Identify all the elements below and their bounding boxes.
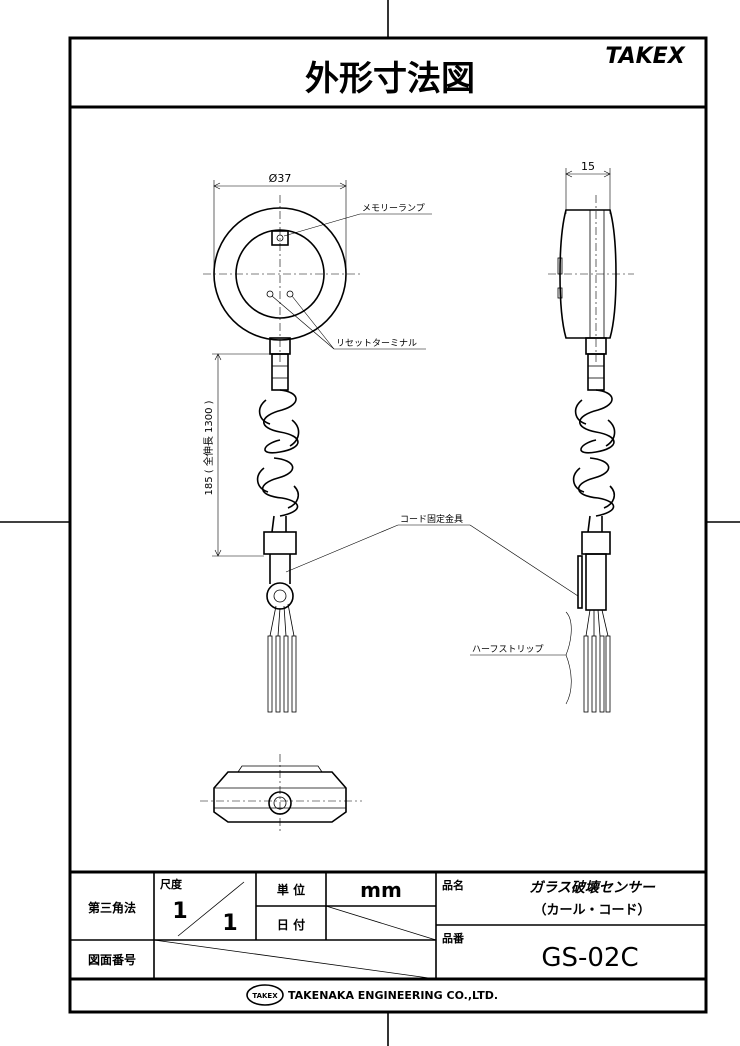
bottom-view xyxy=(200,754,362,834)
title-block xyxy=(70,870,706,981)
side-dimensions: 15 xyxy=(565,160,611,214)
date-label: 日 付 xyxy=(277,917,305,932)
scale-denominator: 1 xyxy=(222,911,237,936)
half-strip-label: ハーフストリップ xyxy=(472,644,543,655)
thickness-label: 15 xyxy=(581,160,595,173)
page-title: 外形寸法図 xyxy=(305,59,475,99)
company-badge: TAKEX xyxy=(252,992,278,1000)
scale-label: 尺度 xyxy=(160,877,183,891)
diameter-label: Ø37 xyxy=(269,172,292,185)
name-label: 品名 xyxy=(442,878,464,892)
cord-length-label: 185 ( 全伸長 1300 ) xyxy=(202,400,215,495)
product-name-line-1: ガラス破壊センサー xyxy=(529,879,656,896)
reset-terminal-label: リセットターミナル xyxy=(336,338,417,349)
company-name: TAKENAKA ENGINEERING CO.,LTD. xyxy=(288,989,498,1002)
callouts: メモリーランプ リセットターミナル コード固定金具 ハーフストリップ xyxy=(271,203,579,705)
part-no-value: GS-02C xyxy=(541,943,638,973)
drawing-frame xyxy=(68,36,708,1014)
part-no-label: 品番 xyxy=(442,931,465,945)
side-view xyxy=(548,195,634,713)
front-dimensions: Ø37 185 ( 全伸長 1300 ) xyxy=(202,172,347,557)
scale-numerator: 1 xyxy=(172,899,187,924)
unit-label: 単 位 xyxy=(277,882,305,897)
cord-fixing-label: コード固定金具 xyxy=(400,513,463,525)
brand-logo: TAKEX xyxy=(605,44,685,69)
company-logo: TAKEX xyxy=(246,984,284,1006)
front-view xyxy=(203,195,360,713)
memory-lamp-label: メモリーランプ xyxy=(362,203,425,214)
projection-label: 第三角法 xyxy=(88,900,136,915)
unit-value: mm xyxy=(360,878,402,902)
product-name-line-2: （カール・コード） xyxy=(533,902,650,918)
drawing-no-label: 図面番号 xyxy=(88,952,136,967)
